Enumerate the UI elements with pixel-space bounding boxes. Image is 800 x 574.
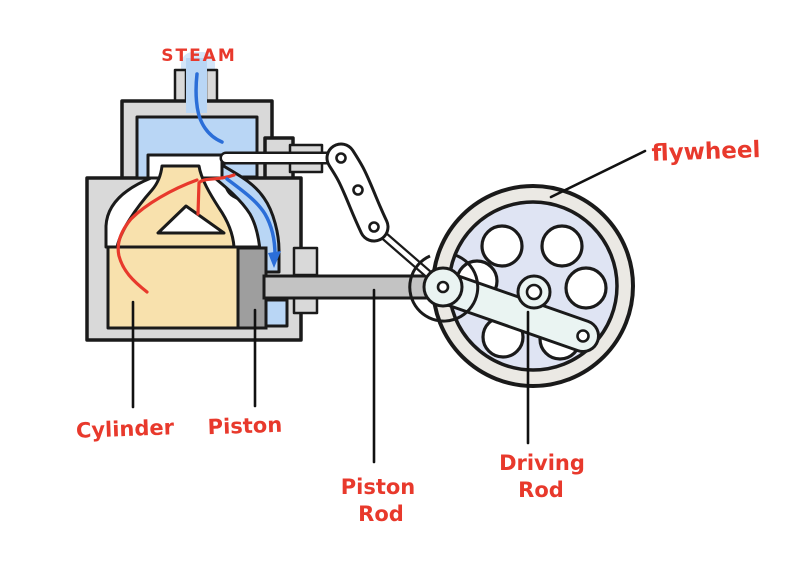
funnel-port xyxy=(156,204,226,235)
exhaust-channel xyxy=(208,158,281,274)
inlet-flow-arrow xyxy=(194,72,224,144)
flywheel-hole xyxy=(540,224,584,268)
channel-flow-arrow xyxy=(225,177,277,257)
hot-steam-path-right xyxy=(196,173,236,216)
stuffing-box-upper xyxy=(292,246,319,277)
crank-pin xyxy=(576,329,590,343)
channel-flow-arrowhead xyxy=(268,251,281,268)
cylinder-volume xyxy=(106,245,240,330)
linkage-pin xyxy=(335,152,347,164)
flywheel-leader-line xyxy=(549,149,647,199)
crank-big-end-outline xyxy=(408,253,480,323)
piston-rod-label-line1: Piston xyxy=(341,475,416,499)
piston-rod xyxy=(262,274,444,300)
driving-rod-label-line2: Rod xyxy=(518,478,564,502)
piston xyxy=(236,246,268,330)
flywheel-hole xyxy=(480,224,524,268)
flywheel-label: flywheel xyxy=(651,137,761,167)
axle-hole xyxy=(525,283,543,301)
piston-label: Piston xyxy=(207,413,282,440)
driving-rod xyxy=(408,253,600,353)
linkage-pin xyxy=(368,221,380,233)
steam-flow-arrows xyxy=(194,72,281,268)
piston-rod-label-line2: Rod xyxy=(358,502,404,526)
crank-pin xyxy=(436,280,450,294)
flywheel-hole xyxy=(564,266,608,310)
driving-rod-label-line1: Driving xyxy=(499,451,585,475)
steam-label: STEAM xyxy=(161,46,237,66)
linkage-pin xyxy=(352,184,364,196)
labels: STEAM flywheel Cylinder Piston Piston Ro… xyxy=(76,46,761,526)
hot-steam-path-left xyxy=(116,178,199,294)
valve-linkage xyxy=(325,142,447,291)
cylinder-label: Cylinder xyxy=(76,415,175,442)
steam-pocket xyxy=(264,298,289,328)
leader-lines xyxy=(131,149,647,464)
